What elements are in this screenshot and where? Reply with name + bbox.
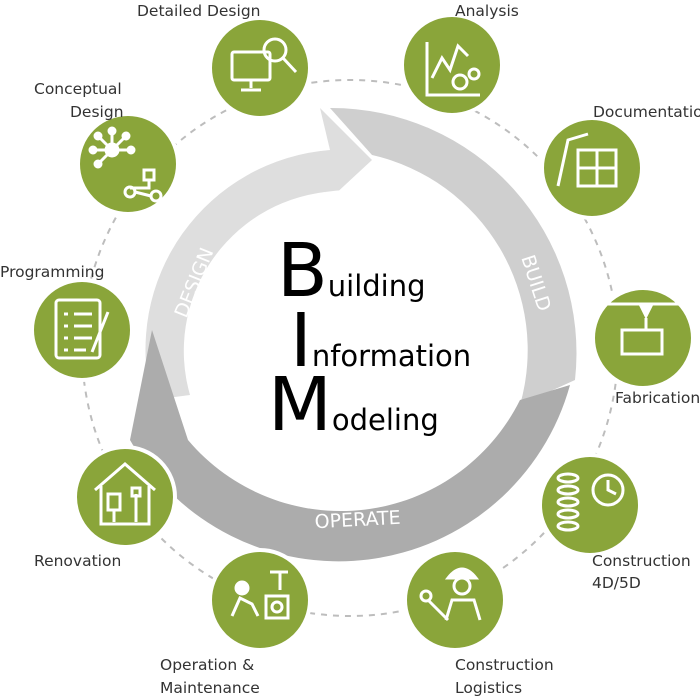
node-documentation[interactable] bbox=[540, 116, 644, 220]
house-tools-icon bbox=[94, 462, 156, 526]
checklist-pencil-icon bbox=[54, 298, 110, 360]
label-construction-4d5d-line1: Construction bbox=[592, 552, 691, 570]
center-disc bbox=[200, 190, 500, 490]
node-analysis[interactable] bbox=[400, 13, 504, 117]
node-detailed-design[interactable] bbox=[208, 16, 312, 120]
label-conceptual-line1: Conceptual bbox=[34, 80, 122, 98]
center-line-building: Building bbox=[277, 234, 426, 308]
build-arc bbox=[330, 107, 577, 405]
label-programming: Programming bbox=[0, 263, 105, 281]
word-modeling-rest: odeling bbox=[331, 403, 439, 437]
cycle-arrows bbox=[130, 107, 577, 562]
letter-i: I bbox=[290, 298, 312, 384]
label-operation-line1: Operation & bbox=[160, 656, 255, 674]
coins-clock-icon bbox=[556, 472, 625, 532]
node-operation-maintenance[interactable] bbox=[208, 548, 312, 652]
label-construction-logistics-line1: Construction bbox=[455, 656, 554, 674]
letter-b: B bbox=[277, 228, 328, 314]
node-conceptual-design[interactable] bbox=[76, 112, 180, 216]
center-line-information: Information bbox=[290, 304, 471, 378]
phase-operate-label: OPERATE bbox=[314, 507, 401, 533]
maintenance-worker-icon bbox=[230, 570, 290, 620]
operate-arc bbox=[130, 330, 570, 562]
word-information-rest: nformation bbox=[311, 339, 472, 373]
design-arc bbox=[145, 108, 372, 400]
drafting-blueprint-icon bbox=[556, 132, 618, 188]
label-conceptual-line2: Design bbox=[70, 103, 124, 121]
network-flow-icon bbox=[88, 126, 163, 203]
letter-m: M bbox=[268, 362, 332, 448]
node-programming[interactable] bbox=[30, 278, 134, 382]
label-renovation: Renovation bbox=[34, 552, 122, 570]
node-renovation[interactable] bbox=[73, 445, 177, 549]
node-construction-4d5d[interactable] bbox=[538, 453, 642, 557]
label-analysis: Analysis bbox=[455, 2, 519, 20]
chart-gears-icon bbox=[425, 42, 481, 97]
label-construction-4d5d-line2: 4D/5D bbox=[592, 574, 641, 592]
center-line-modeling: Modeling bbox=[268, 368, 439, 442]
monitor-magnifier-icon bbox=[230, 37, 298, 92]
word-building-rest: uilding bbox=[327, 269, 426, 303]
label-operation-line2: Maintenance bbox=[160, 679, 260, 697]
label-documentation: Documentation bbox=[593, 103, 700, 121]
label-detailed-design: Detailed Design bbox=[137, 2, 261, 20]
worker-wrench-icon bbox=[419, 567, 482, 622]
node-construction-logistics[interactable] bbox=[403, 548, 507, 652]
label-fabrication: Fabrication bbox=[615, 389, 700, 407]
label-construction-logistics-line2: Logistics bbox=[455, 679, 523, 697]
3d-printer-icon bbox=[608, 302, 680, 356]
node-fabrication[interactable] bbox=[591, 286, 695, 390]
